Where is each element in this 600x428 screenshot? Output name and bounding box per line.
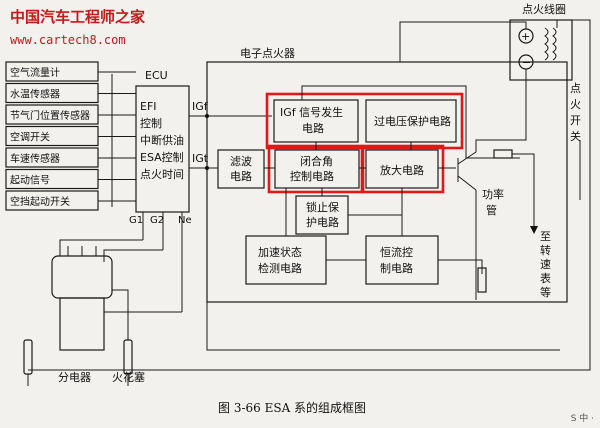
ecu-line: ESA控制 xyxy=(140,150,184,164)
coil-plus-wire xyxy=(399,21,527,62)
ground-bus xyxy=(206,302,560,351)
signal-igt: IGt xyxy=(192,152,209,165)
watermark-url: www.cartech8.com xyxy=(10,33,126,47)
highlight-dwell-block xyxy=(267,144,364,194)
distributor-body xyxy=(59,297,105,351)
figure-caption: 图 3-66 ESA 系的组成框图 xyxy=(218,400,366,415)
transistor-label-2: 管 xyxy=(486,203,497,217)
tach-wire xyxy=(512,153,535,230)
constant-current-circuit xyxy=(365,235,439,285)
sensor-label: 空调开关 xyxy=(10,131,50,144)
distributor-cap xyxy=(51,255,113,299)
coil-minus-sign: − xyxy=(522,56,531,69)
tach-char: 速 xyxy=(540,258,551,271)
coil-minus-wire xyxy=(520,69,527,141)
distributor-label: 分电器 xyxy=(58,371,91,384)
igt-node xyxy=(205,166,209,170)
dwell-label-1: 闭合角 xyxy=(300,154,333,168)
transistor-collector xyxy=(457,151,477,165)
spark-plug-label: 火花塞 xyxy=(112,370,145,384)
accel-label-2: 检测电路 xyxy=(258,261,302,275)
sensor-label: 起动信号 xyxy=(10,175,50,187)
ecu-input-g1: G1 xyxy=(129,215,143,226)
current-to-resistor xyxy=(438,259,483,274)
sensor-label: 车速传感器 xyxy=(10,152,60,165)
coil-secondary-winding xyxy=(552,27,557,61)
accel-detect-circuit xyxy=(245,235,327,285)
feedback-bus xyxy=(301,85,520,159)
filter-circuit xyxy=(217,149,265,189)
dwell-control-circuit xyxy=(274,149,360,189)
igf-gen-label-1: IGf 信号发生 xyxy=(280,105,343,119)
ecu-title: ECU xyxy=(145,69,168,82)
ecu-input-ne: Ne xyxy=(178,215,192,226)
filter-label-1: 滤波 xyxy=(230,155,252,168)
current-label-1: 恒流控 xyxy=(380,245,413,259)
ignition_switch-char: 点 xyxy=(570,82,581,95)
tach-char: 表 xyxy=(540,271,551,285)
ecu-line: 中断供油 xyxy=(140,133,184,147)
sense-resistor xyxy=(477,267,487,293)
sensor-label: 空气流量计 xyxy=(10,66,60,79)
spark-plug-left xyxy=(23,339,33,386)
sensor-label: 水温传感器 xyxy=(10,88,60,101)
igniter-outline xyxy=(206,61,568,303)
ignition_switch-char: 开 xyxy=(570,114,581,127)
plug-lead xyxy=(112,289,129,340)
accel-label-1: 加速状态 xyxy=(258,245,302,259)
ecu-line: 点火时间 xyxy=(140,168,184,181)
coil-primary-winding xyxy=(544,27,549,61)
ignition_switch-char: 火 xyxy=(570,98,581,111)
high-voltage-lead xyxy=(28,19,591,371)
watermark-site-name: 中国汽车工程师之家 xyxy=(10,8,145,26)
ecu-input-g2: G2 xyxy=(150,215,164,226)
g1-to-distributor xyxy=(59,239,143,256)
highlight-protect-blocks xyxy=(265,92,464,150)
sensor-label: 节气门位置传感器 xyxy=(10,109,90,122)
igf-node xyxy=(205,114,209,118)
ignition_switch-char: 关 xyxy=(570,129,581,143)
overvoltage-label: 过电压保护电路 xyxy=(374,114,451,128)
amplifier-label: 放大电路 xyxy=(380,163,424,177)
g2-to-distributor xyxy=(103,249,163,262)
ecu-line: 控制 xyxy=(140,116,162,130)
igf-gen-label-2: 电路 xyxy=(302,122,324,135)
tach-char: 转 xyxy=(540,243,551,257)
tach-resistor xyxy=(493,149,513,159)
coil-plus-sign: + xyxy=(521,30,530,43)
tach-char: 至 xyxy=(540,230,551,243)
ignition-coil-box xyxy=(509,19,573,81)
lock-label-1: 锁止保 xyxy=(306,200,339,214)
toolbar-hint: S 中 · xyxy=(570,414,594,424)
igniter-title: 电子点火器 xyxy=(240,47,295,60)
lock-label-2: 护电路 xyxy=(306,215,339,229)
transistor-emitter xyxy=(457,175,477,191)
coil-label: 点火线圈 xyxy=(522,2,566,16)
transistor-to-coil xyxy=(475,139,520,152)
filter-label-2: 电路 xyxy=(230,170,252,183)
transistor-label-1: 功率 xyxy=(482,187,504,201)
dwell-label-2: 控制电路 xyxy=(290,169,334,183)
ecu-line: EFI xyxy=(140,100,157,113)
current-label-2: 制电路 xyxy=(380,262,413,275)
highlight-amplifier-block xyxy=(361,144,445,194)
sensor-label: 空挡起动开关 xyxy=(10,195,70,208)
signal-igf: IGf xyxy=(192,100,209,113)
tach-arrow xyxy=(530,226,538,234)
tach-char: 等 xyxy=(540,285,551,299)
